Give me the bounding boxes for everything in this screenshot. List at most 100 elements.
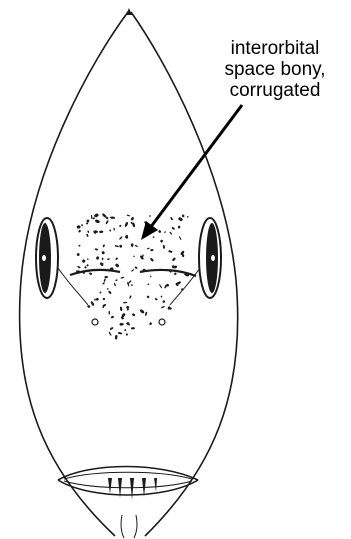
- stipple-dot: [86, 264, 89, 267]
- stipple-dot: [130, 216, 134, 220]
- stipple-dot: [103, 278, 106, 282]
- stipple-dot: [163, 245, 165, 249]
- stipple-dot: [94, 219, 100, 224]
- stipple-dot: [187, 216, 189, 218]
- stipple-dot: [174, 272, 177, 275]
- stipple-dot: [162, 300, 165, 303]
- stipple-dot: [150, 275, 151, 277]
- stipple-dot: [168, 250, 173, 253]
- stipple-dot: [78, 229, 82, 233]
- stipple-dot: [124, 222, 128, 228]
- right-eye: [199, 218, 221, 298]
- left-nostril: [92, 319, 98, 325]
- stipple-dot: [111, 316, 115, 319]
- chin-groove: [121, 515, 137, 538]
- stipple-dot: [108, 290, 112, 294]
- left-eye: [36, 218, 58, 298]
- stipple-dot: [119, 225, 122, 227]
- stipple-dot: [177, 225, 180, 229]
- callout-line-3: corrugated: [200, 80, 350, 101]
- stipple-dot: [114, 283, 117, 287]
- stipple-dot: [131, 284, 133, 286]
- stipple-dot: [139, 309, 145, 315]
- stipple-dot: [127, 308, 130, 311]
- stipple-dot: [171, 227, 175, 231]
- stipple-dot: [94, 213, 100, 218]
- mouth: [58, 467, 198, 496]
- stipple-dot: [153, 236, 155, 238]
- stipple-dot: [82, 259, 86, 263]
- stipple-dot: [113, 228, 115, 231]
- stipple-dot: [119, 323, 123, 326]
- stipple-dot: [145, 312, 148, 317]
- right-nostril: [159, 319, 165, 325]
- stipple-dot: [158, 230, 162, 234]
- stipple-dot: [115, 257, 118, 260]
- stipple-dot: [119, 236, 123, 240]
- stipple-dot: [96, 256, 100, 260]
- stipple-dot: [95, 297, 99, 301]
- stipple-dot: [119, 244, 122, 247]
- stipple-dot: [134, 266, 138, 269]
- stipple-dot: [77, 266, 81, 269]
- stipple-dot: [116, 245, 119, 248]
- stipple-dot: [99, 291, 101, 293]
- stipple-dot: [103, 298, 105, 300]
- stipple-dot: [172, 257, 177, 262]
- stipple-dot: [123, 302, 128, 304]
- stipple-dot: [86, 223, 88, 225]
- stipple-dot: [129, 295, 132, 299]
- stipple-dot: [91, 215, 93, 219]
- stipple-dot: [160, 239, 163, 242]
- stipple-dot: [135, 245, 139, 248]
- stipple-dot: [94, 298, 96, 300]
- stipple-dot: [94, 248, 98, 251]
- stipple-dot: [115, 279, 118, 281]
- stipple-dot: [78, 245, 80, 247]
- stipple-dot: [109, 327, 113, 331]
- stipple-dot: [87, 230, 90, 233]
- stipple-dot: [109, 229, 111, 231]
- stipple-dot: [107, 288, 109, 290]
- stipple-dot: [102, 282, 105, 285]
- stipple-dot: [170, 217, 173, 221]
- stipple-dot: [105, 220, 109, 225]
- callout-line-1: interorbital: [200, 38, 350, 59]
- stipple-dot: [77, 225, 81, 228]
- stipple-dot: [161, 295, 163, 297]
- interorbital-space-callout: interorbital space bony, corrugated: [200, 38, 350, 101]
- stipple-dot: [90, 301, 95, 307]
- stipple-dot: [120, 277, 124, 279]
- stipple-dot: [149, 215, 151, 217]
- stipple-dot: [146, 295, 150, 298]
- stipple-dot: [86, 219, 90, 223]
- stipple-dot: [99, 230, 103, 233]
- stipple-dot: [150, 249, 154, 252]
- stipple-dot: [147, 247, 150, 249]
- stipple-dot: [132, 313, 136, 317]
- stipple-dot: [179, 236, 182, 240]
- callout-arrow: [141, 105, 242, 240]
- stipple-dot: [150, 257, 155, 262]
- stipple-dot: [81, 224, 83, 227]
- stipple-dot: [115, 335, 118, 340]
- stipple-dot: [87, 305, 91, 309]
- stipple-dot: [169, 231, 172, 235]
- stipple-dot: [92, 217, 95, 219]
- stipple-dot: [147, 283, 149, 285]
- teeth: [108, 478, 157, 500]
- stipple-dot: [87, 258, 89, 260]
- stipple-dot: [104, 276, 108, 279]
- stipple-dot: [99, 262, 104, 267]
- stipple-dot: [131, 327, 135, 330]
- stipple-dot: [161, 306, 165, 309]
- stipple-dot: [131, 269, 135, 272]
- stipple-dot: [110, 216, 115, 219]
- stipple-dot: [159, 284, 163, 289]
- stipple-dot: [120, 306, 123, 311]
- stipple-dot: [101, 251, 105, 255]
- stipple-dot: [102, 244, 105, 247]
- stipple-dot: [154, 298, 157, 301]
- stipple-dot: [77, 253, 80, 256]
- stipple-dot: [149, 322, 152, 326]
